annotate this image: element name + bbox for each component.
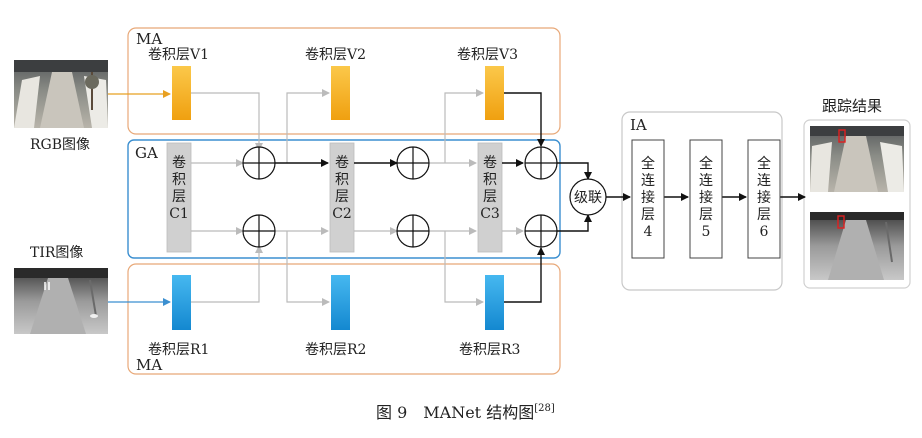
svg-text:C1: C1 xyxy=(169,206,189,222)
conv-r1-label: 卷积层R1 xyxy=(148,342,209,358)
svg-text:卷: 卷 xyxy=(335,155,349,171)
result-box xyxy=(803,119,911,289)
fc-4-label: 全 连 接 层 4 xyxy=(641,155,655,240)
conv-v3-label: 卷积层V3 xyxy=(457,47,518,63)
svg-text:C2: C2 xyxy=(332,206,352,222)
conv-c3 xyxy=(477,142,503,253)
rgb-label: RGB图像 xyxy=(30,137,90,153)
conv-v3 xyxy=(485,66,504,120)
svg-text:全: 全 xyxy=(757,155,771,172)
ga-box xyxy=(127,139,561,259)
conv-r1 xyxy=(172,275,191,330)
fc-5-label: 全 连 接 层 5 xyxy=(699,155,713,240)
result-tir-image xyxy=(810,212,904,280)
conv-r3-label: 卷积层R3 xyxy=(459,342,520,358)
add-node-1 xyxy=(242,146,276,180)
add-node-5 xyxy=(524,146,558,180)
conv-r3 xyxy=(485,275,504,330)
ia-box xyxy=(621,111,783,291)
black-connections xyxy=(275,92,806,303)
gray-connections xyxy=(191,89,524,306)
svg-text:层: 层 xyxy=(483,189,497,205)
add-node-4 xyxy=(396,214,430,248)
svg-text:全: 全 xyxy=(699,155,713,172)
add-node-6 xyxy=(524,214,558,248)
svg-text:层: 层 xyxy=(641,207,655,223)
conv-v2-label: 卷积层V2 xyxy=(305,47,366,63)
concat-label: 级联 xyxy=(574,190,602,206)
svg-text:卷: 卷 xyxy=(483,155,497,171)
svg-text:层: 层 xyxy=(699,207,713,223)
track-box-rgb xyxy=(838,129,846,143)
result-label: 跟踪结果 xyxy=(822,97,882,115)
svg-text:接: 接 xyxy=(641,189,655,206)
conv-v1-label: 卷积层V1 xyxy=(148,47,209,63)
conv-c2-label: 卷 积 层 C2 xyxy=(332,155,352,222)
svg-text:C3: C3 xyxy=(480,206,500,222)
svg-text:积: 积 xyxy=(483,172,497,188)
ma-top-label: MA xyxy=(136,30,162,48)
ga-label: GA xyxy=(135,144,158,162)
svg-text:层: 层 xyxy=(172,189,186,205)
ia-label: IA xyxy=(630,116,647,134)
result-rgb-image xyxy=(810,126,904,192)
conv-r2-label: 卷积层R2 xyxy=(305,342,366,358)
concat-node xyxy=(569,178,607,216)
svg-text:4: 4 xyxy=(644,224,653,240)
ma-bottom-label: MA xyxy=(136,356,162,374)
conv-v2 xyxy=(331,66,350,120)
conv-c3-label: 卷 积 层 C3 xyxy=(480,155,500,222)
add-node-2 xyxy=(242,214,276,248)
svg-text:6: 6 xyxy=(760,224,769,240)
figure-caption: 图 9 MANet 结构图[28] xyxy=(376,403,555,422)
track-box-tir xyxy=(837,215,845,229)
svg-text:卷: 卷 xyxy=(172,155,186,171)
svg-text:接: 接 xyxy=(699,189,713,206)
svg-text:接: 接 xyxy=(757,189,771,206)
fc-4 xyxy=(631,139,665,259)
tir-input-image xyxy=(14,268,108,334)
fc-5 xyxy=(689,139,723,259)
svg-text:5: 5 xyxy=(702,224,711,240)
tir-label: TIR图像 xyxy=(30,245,83,261)
ma-top-box xyxy=(127,27,561,135)
add-node-3 xyxy=(396,146,430,180)
svg-text:全: 全 xyxy=(641,155,655,172)
svg-text:连: 连 xyxy=(699,173,713,189)
conv-c1-label: 卷 积 层 C1 xyxy=(169,155,189,222)
fc-6-label: 全 连 接 层 6 xyxy=(757,155,771,240)
rgb-input-image xyxy=(14,60,108,128)
svg-text:积: 积 xyxy=(335,172,349,188)
svg-text:积: 积 xyxy=(172,172,186,188)
fc-6 xyxy=(747,139,781,259)
ma-bottom-box xyxy=(127,263,561,375)
conv-r2 xyxy=(331,275,350,330)
conv-c1 xyxy=(166,142,192,253)
conv-v1 xyxy=(172,66,191,120)
svg-text:层: 层 xyxy=(757,207,771,223)
svg-text:层: 层 xyxy=(335,189,349,205)
conv-c2 xyxy=(329,142,355,253)
svg-text:连: 连 xyxy=(757,173,771,189)
svg-text:连: 连 xyxy=(641,173,655,189)
